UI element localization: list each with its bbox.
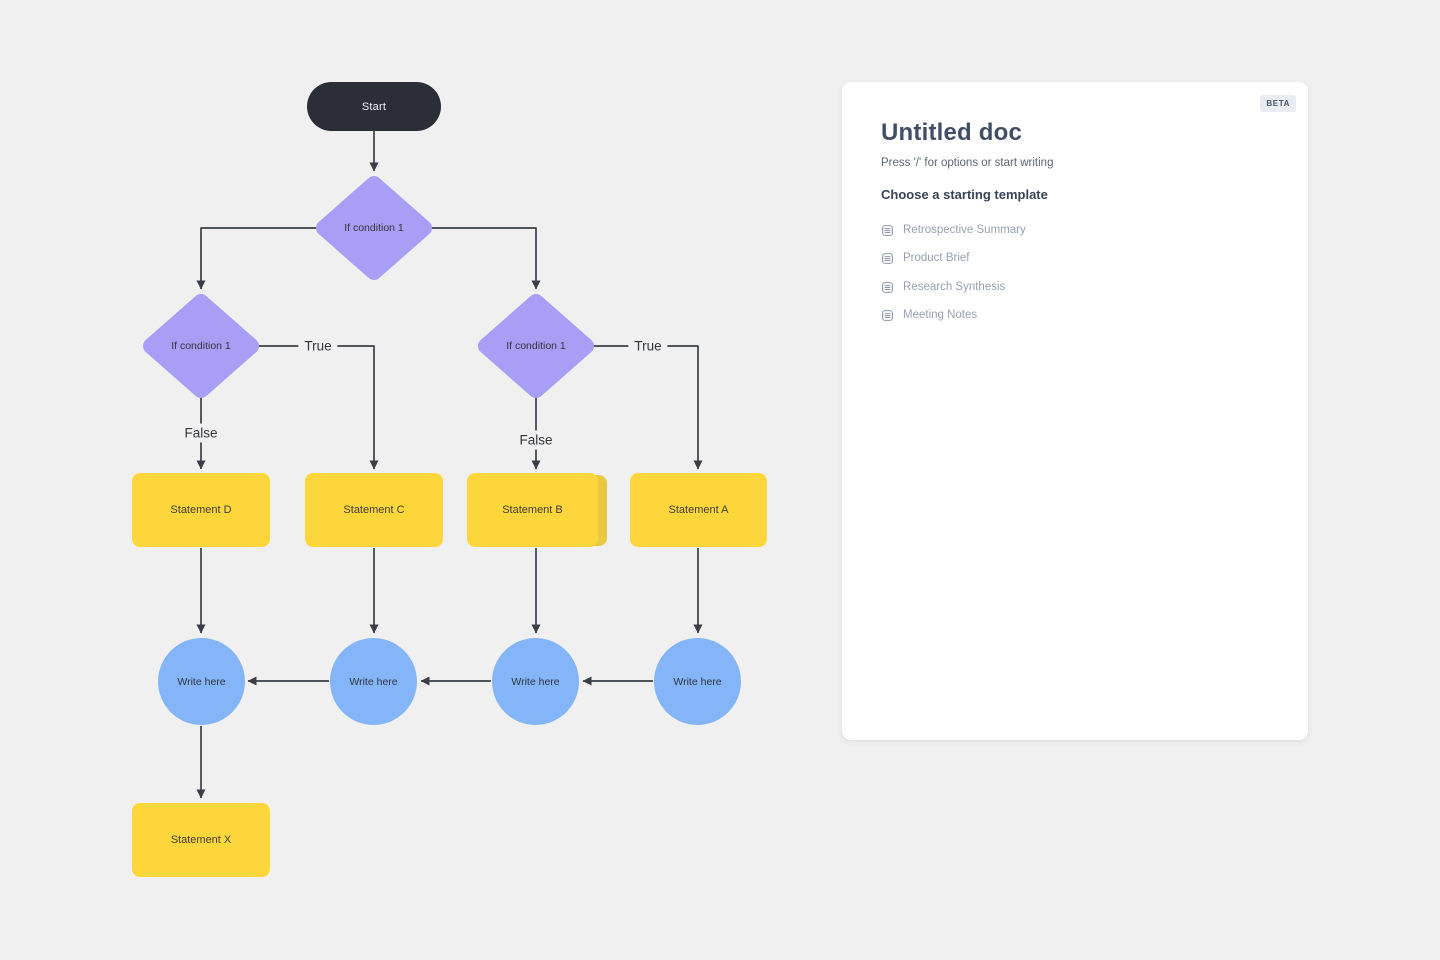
edge-label-false-left[interactable]: False [178,423,224,443]
statement-c-label: Statement C [343,504,405,516]
write-here-node-2[interactable]: Write here [330,638,417,725]
decision-top-label: If condition 1 [344,222,404,234]
statement-x-label: Statement X [170,834,232,846]
write-here-node-1[interactable]: Write here [158,638,245,725]
decision-left-label: If condition 1 [171,340,231,352]
write-here-node-4[interactable]: Write here [654,638,741,725]
edge-decision-top-to-decision-left[interactable] [196,227,322,290]
edge-label-true-left[interactable]: True [298,336,338,356]
document-icon [881,281,894,294]
decision-left-diamond[interactable] [143,294,259,398]
edge-true-right-to-statement-a[interactable] [590,345,703,470]
statement-c-node[interactable]: Statement C [305,473,443,547]
edge-label-false-right[interactable]: False [513,430,559,450]
document-icon [881,309,894,322]
template-item-meeting-notes[interactable]: Meeting Notes [881,302,1268,331]
statement-b-label: Statement B [502,504,563,516]
document-icon [881,252,894,265]
statement-a-node[interactable]: Statement A [630,473,767,547]
template-item-label: Retrospective Summary [903,223,1026,236]
template-section-heading: Choose a starting template [881,187,1048,202]
template-item-retrospective-summary[interactable]: Retrospective Summary [881,216,1268,245]
statement-b-node[interactable]: Statement B [467,473,598,547]
statement-x-node[interactable]: Statement X [132,803,270,877]
decision-top-diamond[interactable] [316,176,432,280]
decision-right-label: If condition 1 [506,340,566,352]
write-here-node-3[interactable]: Write here [492,638,579,725]
statement-a-label: Statement A [668,504,729,516]
template-list: Retrospective Summary Product Brief [881,216,1268,330]
start-node-label: Start [361,100,387,113]
beta-badge: BETA [1260,95,1296,112]
write-here-label-3: Write here [511,675,560,688]
statement-d-node[interactable]: Statement D [132,473,270,547]
start-node[interactable]: Start [307,82,441,131]
edge-true-left-to-statement-c[interactable] [255,345,379,470]
doc-writing-hint[interactable]: Press '/' for options or start writing [881,157,1054,169]
document-icon [881,224,894,237]
doc-title-input[interactable]: Untitled doc [881,119,1023,146]
edge-decision-top-to-decision-right[interactable] [428,227,541,290]
template-item-label: Meeting Notes [903,309,978,321]
template-item-label: Product Brief [903,252,970,264]
decision-right-diamond[interactable] [478,294,594,398]
template-item-label: Research Synthesis [903,280,1006,293]
statement-d-label: Statement D [170,504,232,516]
write-here-label-1: Write here [177,675,226,688]
template-item-research-synthesis[interactable]: Research Synthesis [881,273,1268,302]
write-here-label-4: Write here [673,675,722,688]
write-here-label-2: Write here [349,675,398,688]
template-item-product-brief[interactable]: Product Brief [881,245,1268,274]
edge-label-true-right[interactable]: True [628,336,668,356]
doc-panel[interactable]: BETA Untitled doc Press '/' for options … [842,82,1308,740]
